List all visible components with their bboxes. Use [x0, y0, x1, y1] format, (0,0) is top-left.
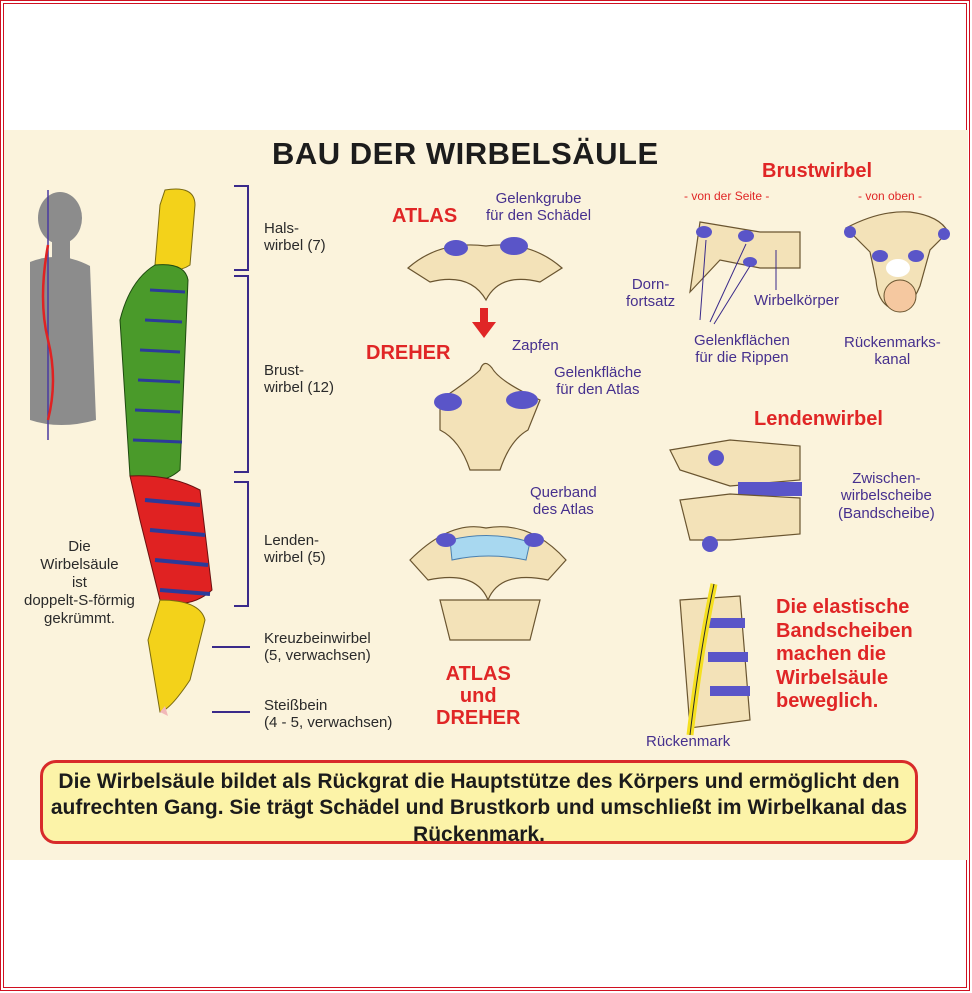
title-line: und [459, 685, 497, 707]
side-note-line: ist [71, 574, 87, 591]
label-line: wirbel (7) [264, 237, 326, 255]
label-line: wirbel (12) [264, 379, 335, 397]
label-kreuzbein: Kreuzbeinwirbel (5, verwachsen) [264, 630, 371, 665]
title-line: DREHER [436, 707, 521, 729]
brustwirbel-side [689, 221, 801, 325]
brustwirbel-top [844, 211, 950, 313]
label-line: Steißbein [264, 697, 328, 714]
atlas-title: ATLAS [392, 205, 458, 227]
side-note-line: Die [68, 538, 91, 555]
label-line: kanal [874, 351, 911, 369]
label-line: Gelenkgrube [495, 190, 582, 207]
querband-label: Querband des Atlas [530, 484, 597, 519]
view-side-label: - von der Seite - [684, 189, 770, 203]
wirbelkoerper-label: Wirbelkörper [754, 292, 840, 309]
note-line: Wirbelsäule [776, 666, 889, 689]
label-line: Zwischen- [852, 470, 921, 487]
zwischenwirbelscheibe-label: Zwischen- wirbelscheibe (Bandscheibe) [838, 470, 935, 522]
label-line: für den Atlas [556, 381, 640, 399]
gelenkflaechen-label: Gelenkflächen für die Rippen [694, 332, 790, 367]
dornfortsatz-label: Dorn- fortsatz [626, 276, 675, 311]
gelenkflaeche-label: Gelenkfläche für den Atlas [554, 364, 642, 399]
label-line: Gelenkfläche [554, 364, 642, 381]
label-line: Hals- [264, 220, 300, 237]
side-note-line: gekrümmt. [44, 610, 115, 627]
body-silhouette [30, 190, 96, 440]
label-line: Kreuzbeinwirbel [264, 630, 371, 647]
note-line: machen die [776, 643, 887, 666]
bandscheiben-note: Die elastische Bandscheiben machen die W… [776, 596, 913, 714]
label-line: wirbel (5) [264, 549, 326, 567]
rueckenmark-section [679, 583, 751, 736]
label-lendenwirbel: Lenden- wirbel (5) [264, 532, 326, 567]
view-top-label: - von oben - [858, 189, 923, 203]
dreher-vertebra [434, 362, 541, 471]
atlas-dreher-combined [409, 526, 567, 641]
zapfen-label: Zapfen [512, 337, 559, 354]
section-brackets [212, 185, 250, 713]
label-line: Dorn- [631, 276, 670, 293]
label-line: Querband [530, 484, 597, 501]
title-line: ATLAS [445, 663, 511, 685]
dreher-title: DREHER [366, 342, 451, 364]
summary-box: Die Wirbelsäule bildet als Rückgrat die … [40, 760, 918, 846]
brustwirbel-title: Brustwirbel [762, 160, 873, 182]
side-note-line: Wirbelsäule [40, 556, 119, 573]
lendenwirbel-title: Lendenwirbel [754, 408, 883, 430]
lendenwirbel-segment [669, 439, 802, 552]
summary-text: Die Wirbelsäule bildet als Rückgrat die … [50, 770, 908, 846]
spine-side-note: Die Wirbelsäule ist doppelt-S-förmig gek… [24, 538, 135, 628]
rueckenmark-label: Rückenmark [646, 733, 731, 750]
label-line: Lenden- [264, 532, 320, 549]
label-line: Rückenmarks- [844, 334, 941, 351]
spine-column [119, 188, 213, 716]
note-line: Die elastische [776, 596, 910, 618]
label-line: (4 - 5, verwachsen) [264, 714, 393, 732]
label-line: Brust- [264, 362, 305, 379]
note-line: Bandscheiben [776, 619, 913, 642]
atlas-vertebra [407, 237, 563, 302]
label-line: (Bandscheibe) [838, 504, 935, 522]
label-brustwirbel: Brust- wirbel (12) [264, 362, 334, 397]
note-line: beweglich. [776, 690, 879, 713]
label-line: Gelenkflächen [694, 332, 790, 349]
label-line: des Atlas [532, 501, 594, 519]
page-title: BAU DER WIRBELSÄULE [272, 136, 659, 171]
label-line: für die Rippen [695, 349, 789, 367]
down-arrow-icon [472, 308, 496, 338]
label-line: wirbelscheibe [840, 487, 932, 505]
atlas-label: Gelenkgrube für den Schädel [486, 190, 591, 225]
label-halswirbel: Hals- wirbel (7) [264, 220, 326, 255]
rueckenmarkskanal-label: Rückenmarks- kanal [844, 334, 941, 369]
label-line: für den Schädel [486, 207, 592, 225]
atlas-dreher-title: ATLAS und DREHER [436, 663, 520, 729]
label-line: (5, verwachsen) [264, 647, 371, 665]
label-steissbein: Steißbein (4 - 5, verwachsen) [264, 697, 392, 732]
side-note-line: doppelt-S-förmig [24, 592, 135, 609]
label-line: fortsatz [626, 293, 676, 311]
